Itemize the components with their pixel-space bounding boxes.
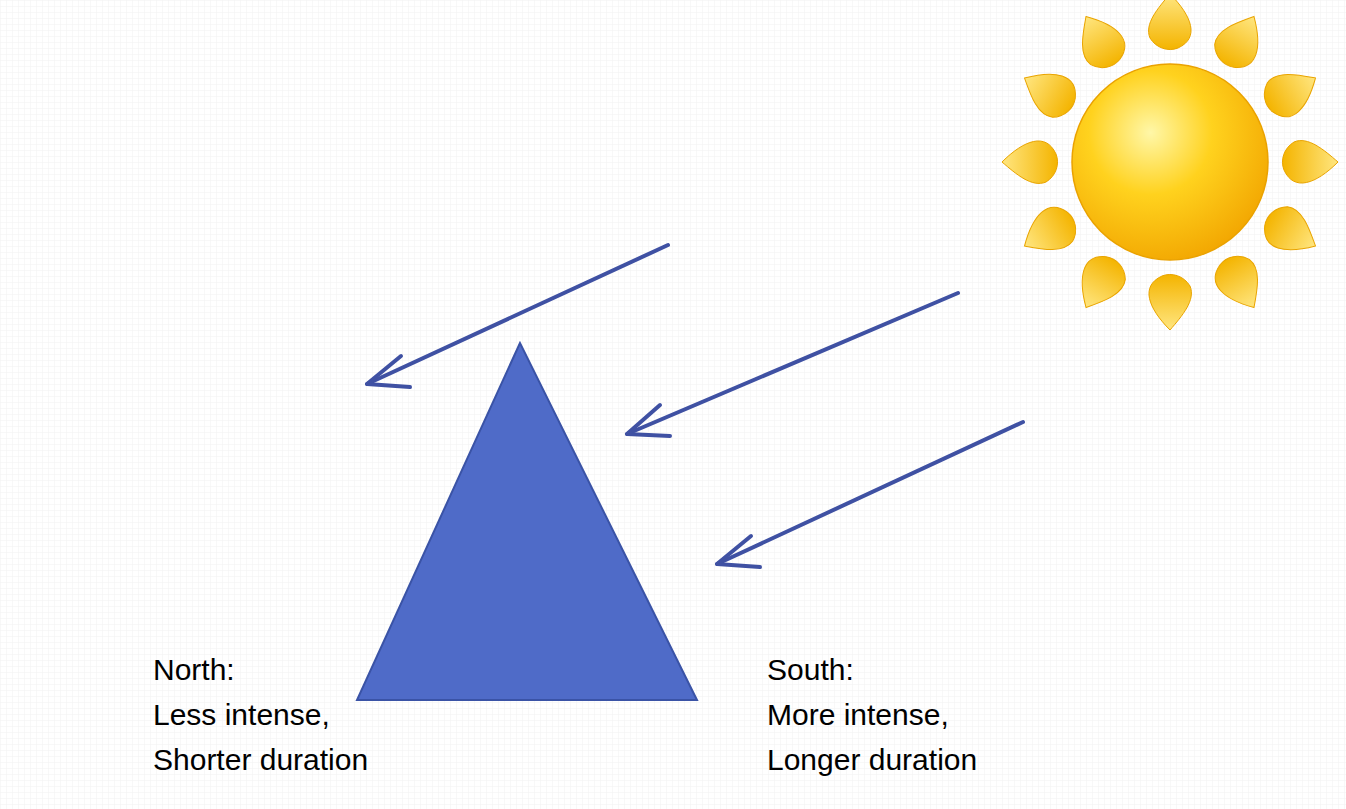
note-label: Shorter duration	[153, 742, 368, 778]
sun	[1002, 0, 1338, 330]
note-label: South:	[767, 652, 854, 688]
note-label: More intense,	[767, 697, 949, 733]
note-label: Less intense,	[153, 697, 330, 733]
mountain-triangle	[357, 343, 697, 700]
note-label: Longer duration	[767, 742, 977, 778]
sun-rays-arrows	[367, 245, 1023, 567]
note-label: North:	[153, 652, 235, 688]
